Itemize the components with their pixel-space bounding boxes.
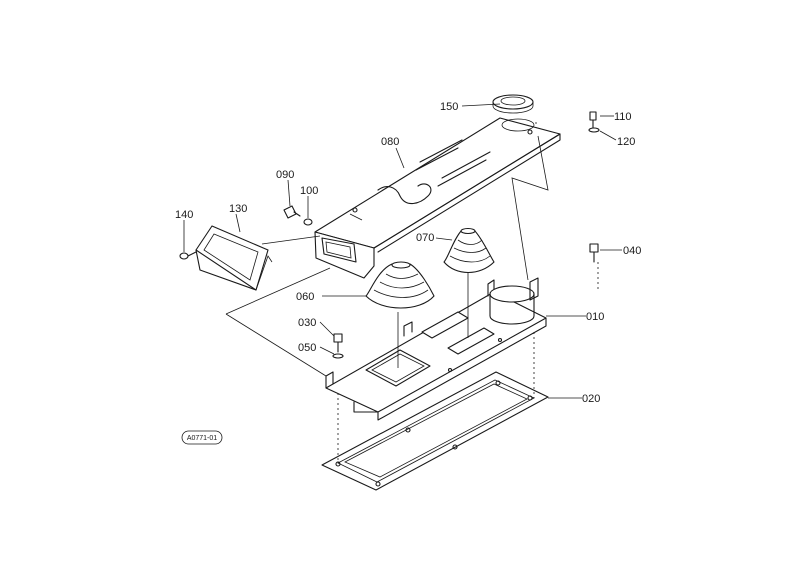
bolt-110 [589, 111, 597, 129]
callout-100: 100 [300, 185, 318, 197]
grommet-150 [492, 94, 534, 114]
callout-050: 050 [298, 342, 316, 354]
washer-050 [332, 353, 344, 359]
callout-090: 090 [276, 169, 294, 181]
callout-labels: 150 110 120 080 090 100 130 140 070 040 … [175, 101, 641, 405]
drawing-reference-badge: A0771-01 [181, 430, 223, 445]
washer-120 [588, 127, 600, 133]
callout-150: 150 [440, 101, 458, 113]
boot-070 [443, 227, 495, 338]
leader-lines [183, 103, 622, 399]
callout-040: 040 [623, 245, 641, 257]
callout-080: 080 [381, 136, 399, 148]
screw-140 [179, 251, 197, 260]
callout-010: 010 [586, 311, 604, 323]
callout-120: 120 [617, 136, 635, 148]
collar-ring [489, 277, 539, 325]
cover-080 [314, 117, 561, 279]
callout-020: 020 [582, 393, 600, 405]
boot-060 [365, 261, 435, 368]
bolt-030 [333, 333, 343, 353]
bolt-090 [283, 205, 301, 219]
washer-100 [303, 218, 313, 226]
callout-110: 110 [614, 111, 632, 123]
base-plate-010 [325, 279, 547, 421]
drawing-reference-text: A0771-01 [187, 435, 217, 442]
callout-130: 130 [229, 203, 247, 215]
callout-140: 140 [175, 209, 193, 221]
bolt-040 [589, 243, 599, 263]
callout-070: 070 [416, 232, 434, 244]
cover-guide-lines [225, 135, 549, 377]
lamp-130 [195, 225, 273, 291]
callout-030: 030 [298, 317, 316, 329]
callout-060: 060 [296, 291, 314, 303]
